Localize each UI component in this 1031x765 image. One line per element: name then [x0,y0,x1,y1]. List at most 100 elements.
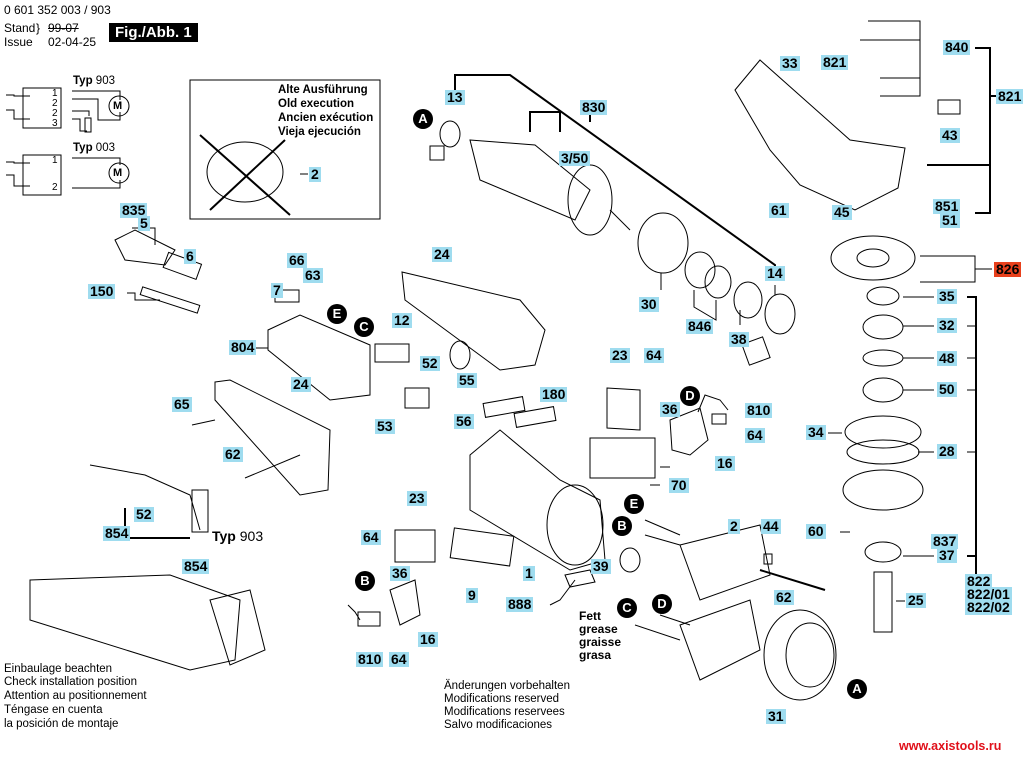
part-label-63[interactable]: 63 [303,267,323,283]
part-label-804[interactable]: 804 [229,339,257,355]
part-label-51[interactable]: 51 [940,212,960,228]
part-label-888[interactable]: 888 [506,596,534,612]
part-label-16-rear[interactable]: 16 [715,455,735,471]
part-label-39[interactable]: 39 [591,558,611,574]
old-execution-fr: Ancien exécution [278,112,374,124]
part-label-70[interactable]: 70 [669,477,689,493]
terminal-2b: 2 [52,108,58,119]
old-stand-date: 99-07 [48,21,79,35]
part-label-64-rear[interactable]: 64 [644,347,664,363]
part-label-14[interactable]: 14 [765,265,785,281]
part-label-12[interactable]: 12 [392,312,412,328]
part-label-851[interactable]: 851 [933,198,961,214]
installation-note-es2: la posición de montaje [4,718,119,730]
part-label-9[interactable]: 9 [466,587,478,603]
terminal-2: 2 [52,98,58,109]
part-label-2[interactable]: 2 [728,518,740,534]
part-label-48[interactable]: 48 [937,350,957,366]
part-label-3-50[interactable]: 3/50 [559,150,591,166]
part-label-28[interactable]: 28 [937,443,957,459]
connector-marker-c: C [354,317,374,337]
part-label-53[interactable]: 53 [375,418,395,434]
part-label-1[interactable]: 1 [523,565,535,581]
part-label-43[interactable]: 43 [940,127,960,143]
part-label-2-old[interactable]: 2 [309,166,321,182]
part-label-846[interactable]: 846 [686,318,714,334]
part-label-52-cable[interactable]: 52 [134,506,154,522]
part-label-24-top[interactable]: 24 [432,246,452,262]
part-label-32[interactable]: 32 [937,317,957,333]
part-label-65[interactable]: 65 [172,396,192,412]
part-label-34[interactable]: 34 [806,424,826,440]
part-label-24-handle[interactable]: 24 [291,376,311,392]
connector-marker-b: B [355,571,375,591]
stand-label: Stand [4,21,36,35]
part-label-60[interactable]: 60 [806,523,826,539]
figure-label: Fig./Abb. 1 [109,23,198,42]
part-label-64-bottom[interactable]: 64 [389,651,409,667]
part-label-30[interactable]: 30 [639,296,659,312]
connector-marker-d: D [680,386,700,406]
typ-903-cable-label: Typ 903 [212,528,264,544]
issue-label: Issue [4,35,33,49]
part-label-23-rear[interactable]: 23 [610,347,630,363]
part-label-854-install[interactable]: 854 [182,558,210,574]
part-label-822-01[interactable]: 822/01 [965,586,1012,602]
part-label-7[interactable]: 7 [271,282,283,298]
part-label-23-front[interactable]: 23 [407,490,427,506]
connector-marker-e: E [624,494,644,514]
part-label-6[interactable]: 6 [184,248,196,264]
grease-note-en: grease [579,622,618,636]
part-label-36-rear[interactable]: 36 [660,401,680,417]
part-label-13[interactable]: 13 [445,89,465,105]
part-label-61[interactable]: 61 [769,202,789,218]
terminal-1: 1 [52,88,58,99]
part-label-821-group[interactable]: 821 [996,88,1024,104]
part-label-37[interactable]: 37 [937,547,957,563]
terminal-003-1: 1 [52,155,58,166]
motor-903-symbol: M [113,100,123,112]
part-label-38[interactable]: 38 [729,331,749,347]
part-label-64-front[interactable]: 64 [361,529,381,545]
part-label-25[interactable]: 25 [906,592,926,608]
part-label-35[interactable]: 35 [937,288,957,304]
part-label-56[interactable]: 56 [454,413,474,429]
part-label-66[interactable]: 66 [287,252,307,268]
part-label-835[interactable]: 835 [120,202,148,218]
part-label-837[interactable]: 837 [931,533,959,549]
part-label-5[interactable]: 5 [138,215,150,231]
part-label-64-brush[interactable]: 64 [745,427,765,443]
part-label-55[interactable]: 55 [457,372,477,388]
terminal-003-2: 2 [52,182,58,193]
part-label-826[interactable]: 826 [994,261,1022,277]
switch-box-903 [22,87,62,129]
part-label-36-front[interactable]: 36 [390,565,410,581]
part-label-16-front[interactable]: 16 [418,631,438,647]
connector-marker-a: A [413,109,433,129]
part-label-62-field[interactable]: 62 [774,589,794,605]
part-label-180[interactable]: 180 [540,386,568,402]
part-label-31[interactable]: 31 [766,708,786,724]
part-label-822-02[interactable]: 822/02 [965,599,1012,615]
part-label-62-handle[interactable]: 62 [223,446,243,462]
part-label-44[interactable]: 44 [761,518,781,534]
watermark-link[interactable]: www.axistools.ru [899,739,1002,753]
typ-903-label: Typ 903 [73,75,115,87]
part-label-821[interactable]: 821 [821,54,849,70]
part-label-810-rear[interactable]: 810 [745,402,773,418]
part-label-822[interactable]: 822 [965,573,993,589]
part-label-150[interactable]: 150 [88,283,116,299]
part-label-45[interactable]: 45 [832,204,852,220]
old-execution-es: Vieja ejecución [278,126,361,138]
motor-symbol-003 [108,162,130,184]
part-label-840[interactable]: 840 [943,39,971,55]
part-label-810-front[interactable]: 810 [356,651,384,667]
part-label-50[interactable]: 50 [937,381,957,397]
part-label-33[interactable]: 33 [780,55,800,71]
part-label-52[interactable]: 52 [420,355,440,371]
switch-box-003 [22,154,62,196]
part-label-854[interactable]: 854 [103,525,131,541]
part-label-830[interactable]: 830 [580,99,608,115]
modifications-note-es: Salvo modificaciones [444,719,553,731]
part-number: 0 601 352 003 / 903 [4,3,111,17]
